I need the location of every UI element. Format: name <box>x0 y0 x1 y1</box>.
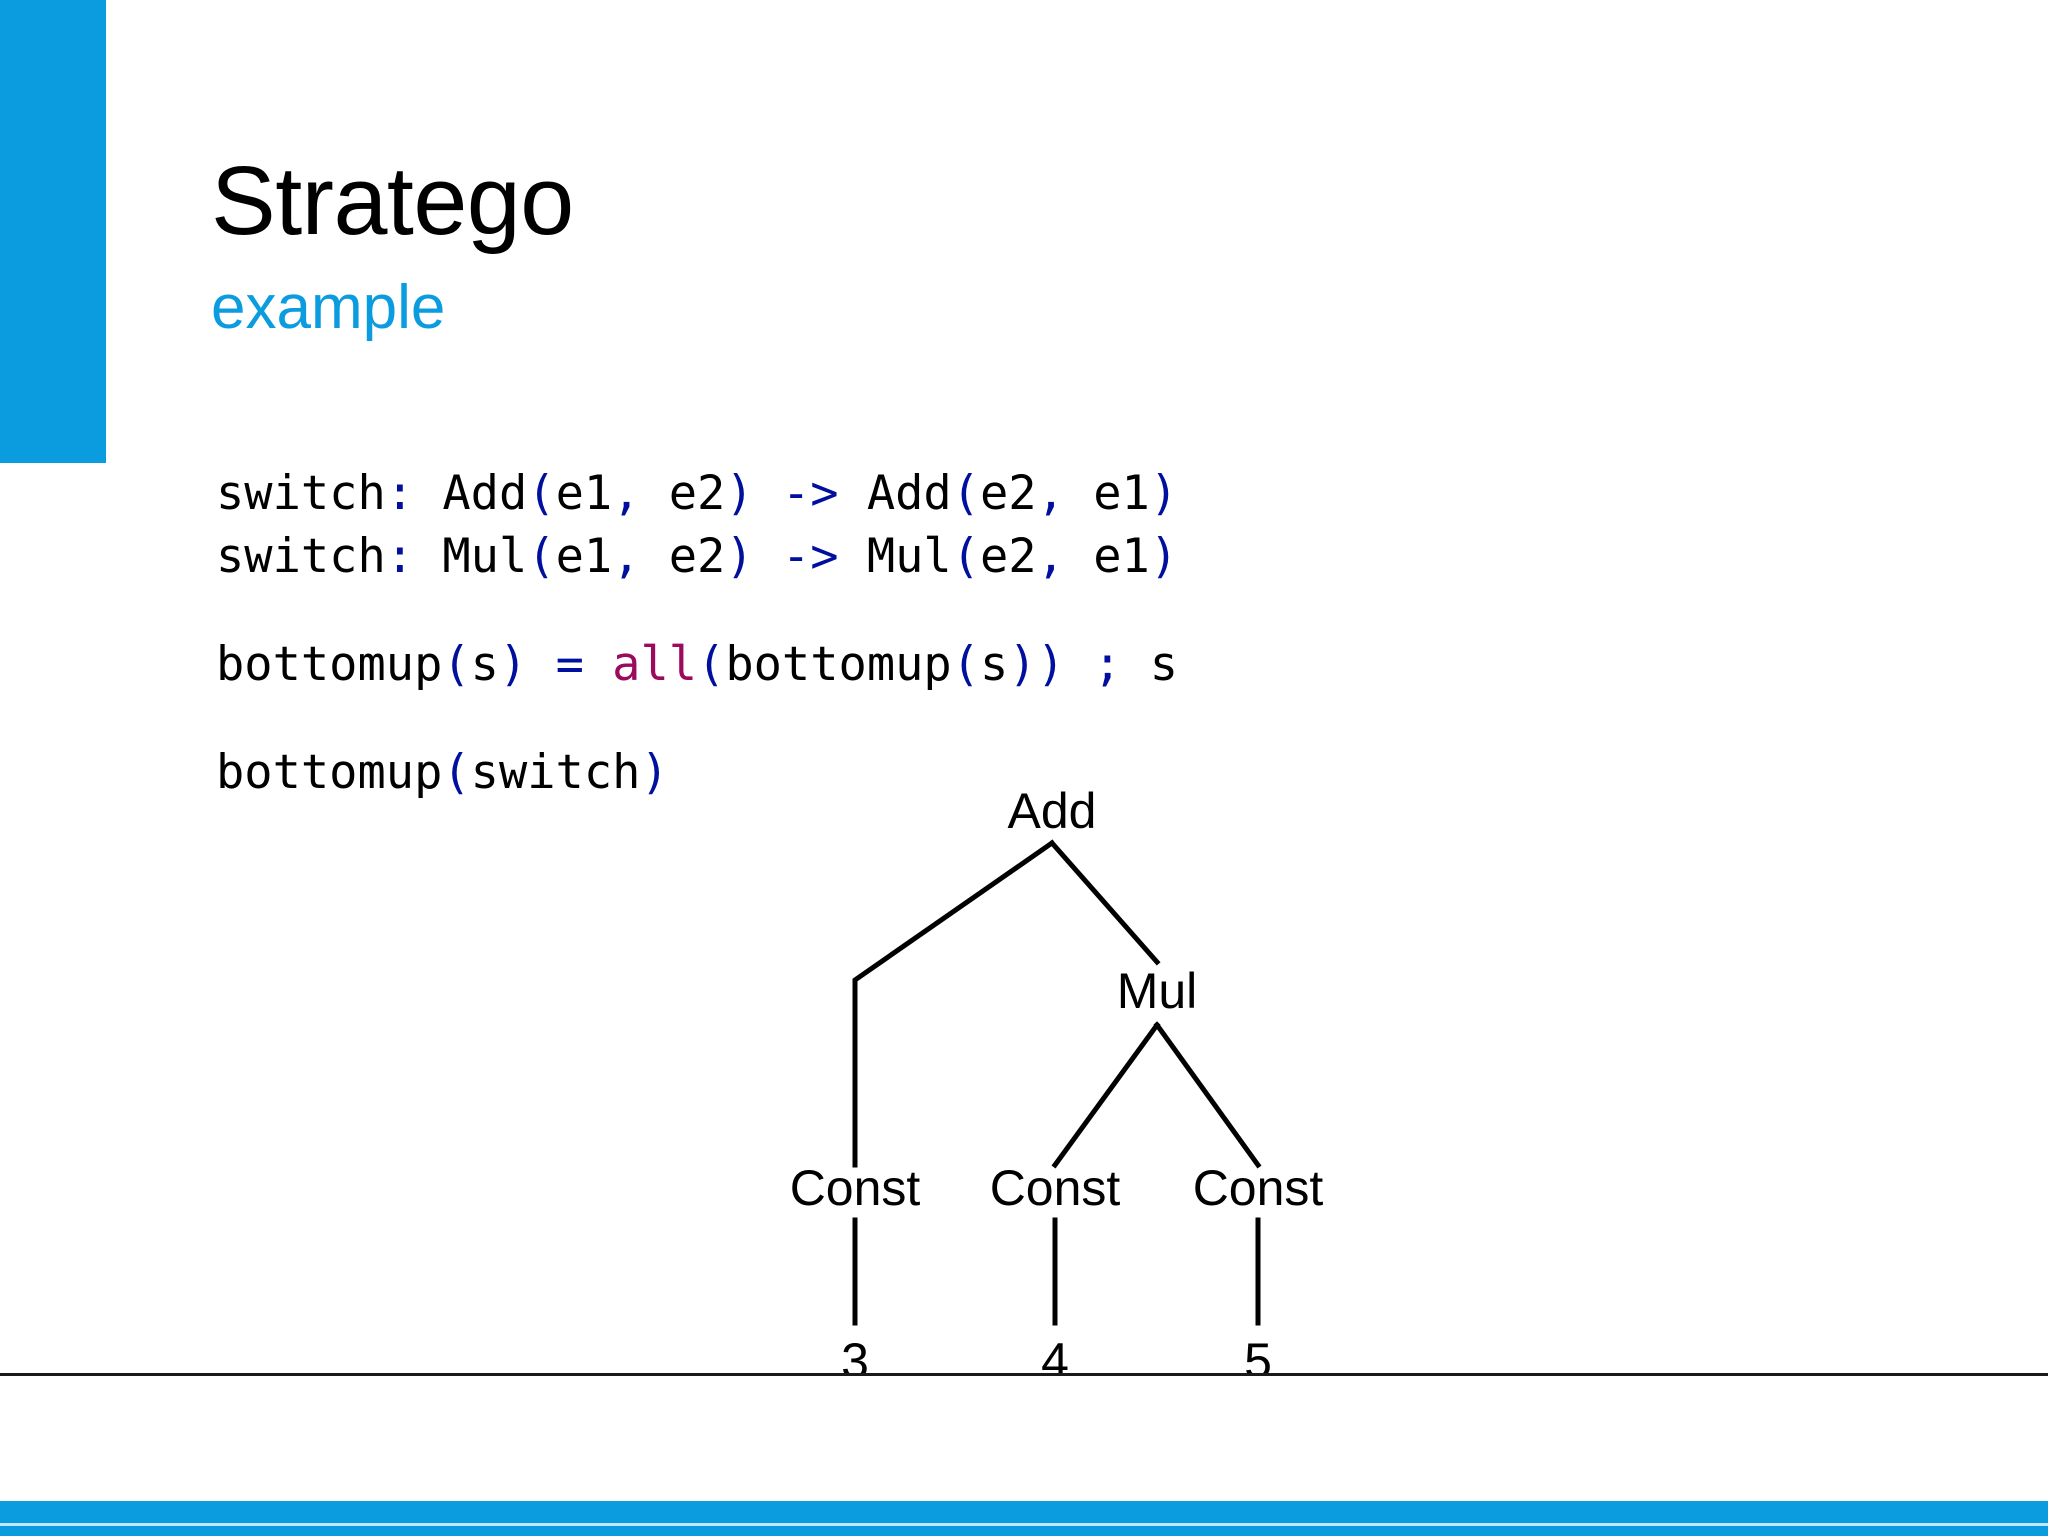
code-token: Add <box>838 466 952 521</box>
code-token: , <box>1036 529 1065 584</box>
code-line-blank-2 <box>216 696 1178 741</box>
code-token: Mul <box>838 529 952 584</box>
code-token <box>584 637 612 692</box>
code-token: , <box>1036 466 1065 521</box>
tree-node-const-right: Const <box>1193 1160 1324 1216</box>
code-token: ) <box>640 745 669 800</box>
code-token: bottomup <box>725 637 952 692</box>
code-token: , <box>612 529 641 584</box>
code-token: : <box>385 466 415 521</box>
code-token: ( <box>951 529 981 584</box>
code-token: e1 <box>555 466 613 521</box>
syntax-tree-diagram: Add Mul Const Const Const 3 4 5 <box>760 780 1460 1390</box>
code-token: s <box>1121 637 1179 692</box>
code-token: switch <box>216 466 386 521</box>
code-line-def-bottomup: bottomup(s) = all(bottomup(s)) ; s <box>216 633 1178 696</box>
code-token: switch <box>216 529 386 584</box>
code-token: ( <box>442 637 471 692</box>
code-token: e1 <box>1064 529 1150 584</box>
footer-divider <box>0 1373 2048 1376</box>
code-token: Mul <box>414 529 528 584</box>
code-token: = <box>555 637 584 692</box>
bottom-bar-primary <box>0 1501 2048 1523</box>
code-token: ( <box>527 529 556 584</box>
code-token: switch <box>470 745 641 800</box>
code-line-blank-1 <box>216 588 1178 633</box>
code-token: ) <box>725 529 754 584</box>
code-line-call-bottomup-switch: bottomup(switch) <box>216 741 1178 804</box>
footer: T U Delft Term Rewriting44 <box>0 1376 2048 1501</box>
edge-add-to-const-left <box>852 839 1056 1168</box>
code-token: -> <box>781 529 839 584</box>
code-line-rule-mul: switch: Mul(e1, e2) -> Mul(e2, e1) <box>216 525 1178 588</box>
code-token: e2 <box>640 466 726 521</box>
edge-mul-to-const-right <box>1153 1021 1262 1169</box>
code-token: s <box>980 637 1009 692</box>
code-token: ( <box>697 637 726 692</box>
code-token: e2 <box>980 466 1037 521</box>
code-token: s <box>470 637 499 692</box>
code-token: ) <box>498 637 528 692</box>
code-token: ) <box>1149 529 1179 584</box>
tree-node-const-mid: Const <box>990 1160 1121 1216</box>
code-token: all <box>612 637 698 692</box>
code-token: ( <box>951 466 981 521</box>
bottom-bar-gap <box>0 1523 2048 1526</box>
code-token <box>527 637 555 692</box>
edge-mul-to-const-mid <box>1051 1021 1161 1169</box>
accent-block <box>0 0 106 463</box>
code-token: )) <box>1008 637 1065 692</box>
code-token: ) <box>725 466 754 521</box>
bottom-bar-secondary <box>0 1526 2048 1536</box>
code-token: e2 <box>640 529 726 584</box>
code-token <box>754 466 782 521</box>
code-token <box>754 529 782 584</box>
code-token: -> <box>781 466 839 521</box>
tree-node-add: Add <box>1008 783 1097 839</box>
code-token: ( <box>527 466 556 521</box>
code-token <box>1065 637 1093 692</box>
tree-node-mul: Mul <box>1117 963 1198 1019</box>
code-token: ) <box>1149 466 1179 521</box>
tree-node-const-left: Const <box>790 1160 921 1216</box>
code-token: e1 <box>555 529 613 584</box>
code-token: ( <box>951 637 981 692</box>
code-block: switch: Add(e1, e2) -> Add(e2, e1)switch… <box>216 462 1178 804</box>
code-token: : <box>385 529 415 584</box>
code-token: bottomup <box>216 637 443 692</box>
page-subtitle: example <box>211 273 446 342</box>
code-token: ( <box>442 745 471 800</box>
code-token: e2 <box>980 529 1037 584</box>
code-token: Add <box>414 466 528 521</box>
code-token: , <box>612 466 641 521</box>
edge-add-to-mul <box>1048 839 1161 966</box>
code-line-rule-add: switch: Add(e1, e2) -> Add(e2, e1) <box>216 462 1178 525</box>
code-token: e1 <box>1064 466 1150 521</box>
code-token: bottomup <box>216 745 443 800</box>
page-title: Stratego <box>211 146 574 255</box>
code-token: ; <box>1093 637 1122 692</box>
